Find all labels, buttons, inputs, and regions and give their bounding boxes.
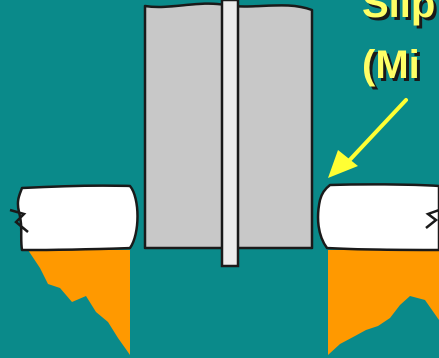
left-plate [16, 184, 139, 252]
slip-arrow-head [328, 150, 358, 178]
center-rod [220, 0, 240, 268]
title-line-1: Slip [362, 0, 436, 26]
slip-arrow-shaft [343, 98, 408, 167]
left-plate-crack [9, 208, 29, 233]
title-line-2: (Mi [362, 43, 420, 87]
right-shear-zone [328, 250, 439, 355]
right-plate [316, 183, 439, 252]
right-plate-crack [425, 208, 439, 229]
left-shear-zone [28, 250, 130, 355]
